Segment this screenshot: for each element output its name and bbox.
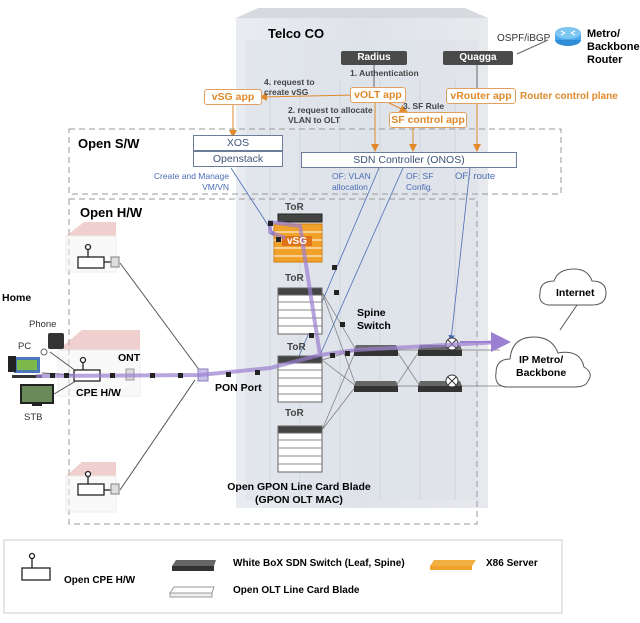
of-sf-label: OF: SF Config. — [406, 171, 433, 193]
xos-box: XOS — [193, 135, 283, 151]
router-x-icon-2 — [445, 374, 459, 388]
ip-metro-cloud — [495, 336, 591, 388]
tor-label-2: ToR — [285, 273, 304, 284]
tor-label-4: ToR — [285, 408, 304, 419]
step4-line1: 4. request to — [264, 77, 315, 87]
step3-label: 3. SF Rule — [403, 101, 445, 111]
stb-icon — [20, 384, 54, 406]
pc-label: PC — [18, 341, 32, 352]
house-top — [65, 222, 117, 273]
openstack-box: Openstack — [193, 151, 283, 167]
step2-line1: 2. request to allocate — [288, 105, 373, 115]
create-manage-line2: VM/VN — [202, 182, 229, 192]
of-vlan-line2: allocation — [332, 182, 368, 192]
gpon-line1: Open GPON Line Card Blade — [227, 481, 371, 493]
step2-label: 2. request to allocate VLAN to OLT — [288, 105, 373, 125]
of-route-label: OF: route — [455, 171, 496, 182]
of-sf-line1: OF: SF — [406, 171, 434, 181]
open-sw-label: Open S/W — [78, 136, 140, 151]
packet-markers — [50, 221, 350, 378]
gpon-line-card-label: Open GPON Line Card Blade (GPON OLT MAC) — [226, 481, 372, 507]
of-sf-line2: Config. — [406, 182, 433, 192]
stb-label: STB — [24, 412, 43, 423]
spine-line1: Spine — [357, 307, 386, 319]
step2-line2: VLAN to OLT — [288, 115, 341, 125]
home-label: Home — [2, 292, 32, 304]
internet-label: Internet — [556, 287, 595, 299]
legend-white-box-label: White BoX SDN Switch (Leaf, Spine) — [233, 558, 405, 569]
cpe-icon-bottom — [77, 470, 120, 496]
ospf-ibgp-label: OSPF/iBGP — [497, 33, 551, 44]
legend-open-olt-label: Open OLT Line Card Blade — [233, 585, 360, 596]
of-vlan-line1: OF: VLAN — [332, 171, 371, 181]
spine-switch-2 — [354, 381, 398, 392]
step1-label: 1. Authentication — [350, 68, 419, 78]
radius-box: Radius — [341, 51, 407, 65]
ip-metro-label: IP Metro/ Backbone — [516, 354, 566, 380]
phone-label: Phone — [29, 319, 57, 330]
metro-backbone-router-label: Metro/ Backbone Router — [587, 28, 640, 67]
legend-x86-label: X86 Server — [486, 558, 538, 569]
router-line2: Backbone — [587, 41, 640, 53]
step4-label: 4. request to create vSG — [264, 77, 315, 97]
tor-server-stack-4 — [277, 425, 323, 473]
legend-white-box-icon — [172, 560, 216, 571]
step4-line2: create vSG — [264, 87, 309, 97]
tor-label-3: ToR — [287, 342, 306, 353]
pc-icon — [8, 356, 42, 378]
quagga-box: Quagga — [443, 51, 513, 65]
building-roof — [236, 8, 488, 18]
vrouter-app-box: vRouter app — [446, 88, 516, 104]
open-sw-region — [68, 128, 562, 195]
cpe-icon-top — [77, 243, 120, 269]
ont-label: ONT — [118, 352, 141, 364]
legend-x86-icon — [430, 560, 476, 570]
gpon-line2: (GPON OLT MAC) — [255, 494, 343, 506]
router-line1: Metro/ — [587, 28, 620, 40]
internet-cloud — [539, 268, 607, 306]
vsg-app-box: vSG app — [204, 89, 262, 105]
sdn-controller-box: SDN Controller (ONOS) — [301, 152, 517, 168]
create-manage-line1: Create and Manage — [153, 171, 229, 181]
open-hw-label: Open H/W — [80, 205, 143, 220]
sf-control-app-box: SF control app — [389, 112, 467, 128]
phone-icon — [40, 333, 64, 356]
pon-port-label: PON Port — [215, 382, 262, 394]
telco-co-title: Telco CO — [268, 26, 325, 41]
vsg-label: vSG — [287, 236, 308, 247]
router-control-plane-label: Router control plane — [520, 91, 618, 102]
legend-olt-blade-icon — [169, 586, 215, 598]
ip-metro-line2: Backbone — [516, 367, 567, 379]
spine-switch-label: Spine Switch — [357, 307, 391, 333]
tor-label-1: ToR — [285, 202, 304, 213]
router-icon — [555, 27, 581, 46]
volt-app-box: vOLT app — [350, 87, 406, 103]
ip-metro-line1: IP Metro/ — [519, 354, 564, 366]
of-vlan-label: OF: VLAN allocation — [332, 171, 371, 193]
create-manage-label: Create and Manage VM/VN — [153, 171, 229, 193]
spine-line2: Switch — [357, 320, 391, 332]
router-line3: Router — [587, 54, 623, 66]
cpe-hw-label: CPE H/W — [76, 387, 121, 399]
legend-open-cpe-label: Open CPE H/W — [64, 575, 136, 586]
legend-box — [3, 539, 563, 614]
legend-cpe-icon — [21, 552, 51, 581]
